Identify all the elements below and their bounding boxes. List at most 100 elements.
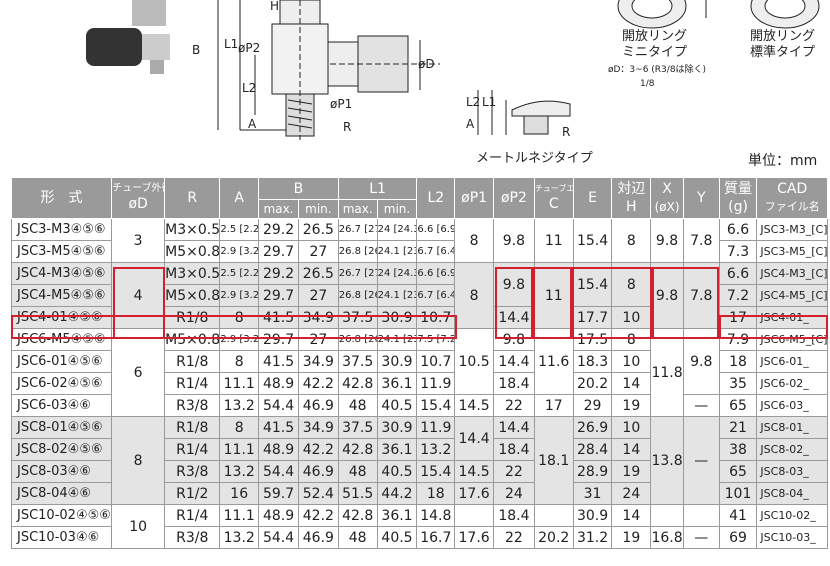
th-l1-min: min. [376,199,418,219]
cell-r: R1/4 [164,438,221,461]
cell-a: 2.9 [3.2] [219,284,260,307]
cell-cad: JSC8-04_ [756,482,828,505]
ring-note: øD：3~6 (R3/8は除く) [608,65,707,75]
cell-a: 16 [219,482,260,505]
cell-e: 31 [572,482,613,505]
cell-r: R1/2 [164,482,221,505]
cell-bmin: 27 [297,240,339,263]
cell-r: M5×0.8 [164,284,221,307]
cell-l2: 6.6 [6.9] [416,262,456,285]
cell-y: 7.8 [682,262,720,329]
cell-model: JSC3-M3④⑤⑥ [10,218,113,241]
table-row: JSC8-02④⑤⑥ R1/4 11.1 48.9 42.2 42.8 36.1… [10,438,828,461]
cell-a: 13.2 [219,526,260,549]
th-model: 形 式 [10,177,113,219]
cell-od: 6 [111,328,166,417]
cell-p2: 14.4 [492,306,535,329]
cell-bmin: 46.9 [297,460,339,483]
cell-cad: JSC8-02_ [756,438,828,461]
cell-c: 11 [533,262,574,329]
highlight-row-jsc4-01-left [11,315,457,339]
cell-a: 11.1 [219,504,260,527]
cell-l1max: 37.5 [337,306,378,329]
cell-l2: 18 [416,482,456,505]
cell-l2: 11.9 [416,372,456,395]
cell-mass: 21 [718,416,758,439]
cell-l1min: 36.1 [376,504,418,527]
cell-p1: 17.6 [454,526,494,549]
cell-bmin: 34.9 [297,350,339,373]
cell-p1: 10.5 [454,328,494,395]
cell-r: M3×0.5 [164,218,221,241]
ring-mini-label-1: 開放リング [622,29,688,44]
th-e: E [572,177,613,219]
th-p1: øP1 [454,177,494,219]
th-c: チューブエンドC [533,177,574,219]
cell-p2: 22 [492,526,535,549]
cell-bmax: 48.9 [258,504,299,527]
cell-e: 29 [572,394,613,417]
dim-a: A [248,117,257,131]
cell-bmin: 42.2 [297,372,339,395]
cell-bmax: 29.7 [258,240,299,263]
cell-r: M5×0.8 [164,240,221,263]
cell-cad: JSC4-M3_[C] [756,262,828,285]
cell-a: 2.9 [3.2] [219,240,260,263]
dim-l1-small: L1 [482,95,497,109]
dim-b: B [192,43,201,57]
cell-bmin: 34.9 [297,306,339,329]
cell-mass: 101 [718,482,758,505]
spec-table: 形 式 チューブ外径øD R A B L1 L2 øP1 øP2 チューブエンド… [10,177,828,549]
technical-drawing: B L1 øP2 L2 A øP1 R øD L1 L2 A R H メートルネ… [0,0,830,175]
cell-bmax: 29.2 [258,262,299,285]
cell-mass: 7.3 [718,240,758,263]
cell-p1: 14.5 [454,394,494,417]
meter-thread-drawing [477,90,571,135]
dim-l2-small: L2 [466,95,481,109]
cell-l1max: 42.8 [337,504,378,527]
cell-p2: 18.4 [492,438,535,461]
cell-h: 19 [611,526,652,549]
cell-p1: 14.4 [454,416,494,461]
cell-l1max: 26.8 [26.5] [337,240,378,263]
meter-thread-caption: メートルネジタイプ [476,151,593,166]
cell-r: R1/4 [164,372,221,395]
cell-model: JSC8-03④⑥ [10,460,113,483]
cell-model: JSC8-02④⑤⑥ [10,438,113,461]
cell-p1: 8 [454,218,494,263]
th-p2: øP2 [492,177,535,219]
cell-l2: 15.4 [416,460,456,483]
cell-cad: JSC8-03_ [756,460,828,483]
cell-cad: JSC4-M5_[C] [756,284,828,307]
cell-l1min: 44.2 [376,482,418,505]
cell-od: 3 [111,218,166,263]
cell-p2: 18.4 [492,372,535,395]
cell-cad: JSC10-02_ [756,504,828,527]
cell-y: — [682,394,720,417]
highlight-mass-cad [719,315,828,339]
cell-y: — [682,416,720,505]
cell-r: R3/8 [164,526,221,549]
cell-l1max: 26.7 [27] [337,262,378,285]
cell-bmin: 46.9 [297,526,339,549]
cell-bmin: 26.5 [297,262,339,285]
highlight-e-h [572,267,652,339]
cell-cad: JSC6-02_ [756,372,828,395]
th-a: A [219,177,260,219]
table-row: JSC8-03④⑥ R3/8 13.2 54.4 46.9 48 40.5 15… [10,460,828,483]
cell-c [533,504,574,527]
cell-l2: 6.7 [6.4] [416,284,456,307]
cell-model: JSC4-M5④⑤⑥ [10,284,113,307]
cell-a: 8 [219,306,260,329]
cell-bmax: 41.5 [258,350,299,373]
cell-h: 10 [611,306,652,329]
table-row: JSC6-02④⑤⑥ R1/4 11.1 48.9 42.2 42.8 36.1… [10,372,828,395]
cell-cad: JSC3-M5_[C] [756,240,828,263]
cell-l1min: 30.9 [376,416,418,439]
cell-e: 20.2 [572,372,613,395]
cell-p1: 14.5 [454,460,494,483]
cell-x: 13.8 [650,416,684,505]
table-row: JSC8-04④⑥ R1/2 16 59.7 52.4 51.5 44.2 18… [10,482,828,505]
cell-mass: 41 [718,504,758,527]
dimension-drawing-svg [86,0,820,140]
